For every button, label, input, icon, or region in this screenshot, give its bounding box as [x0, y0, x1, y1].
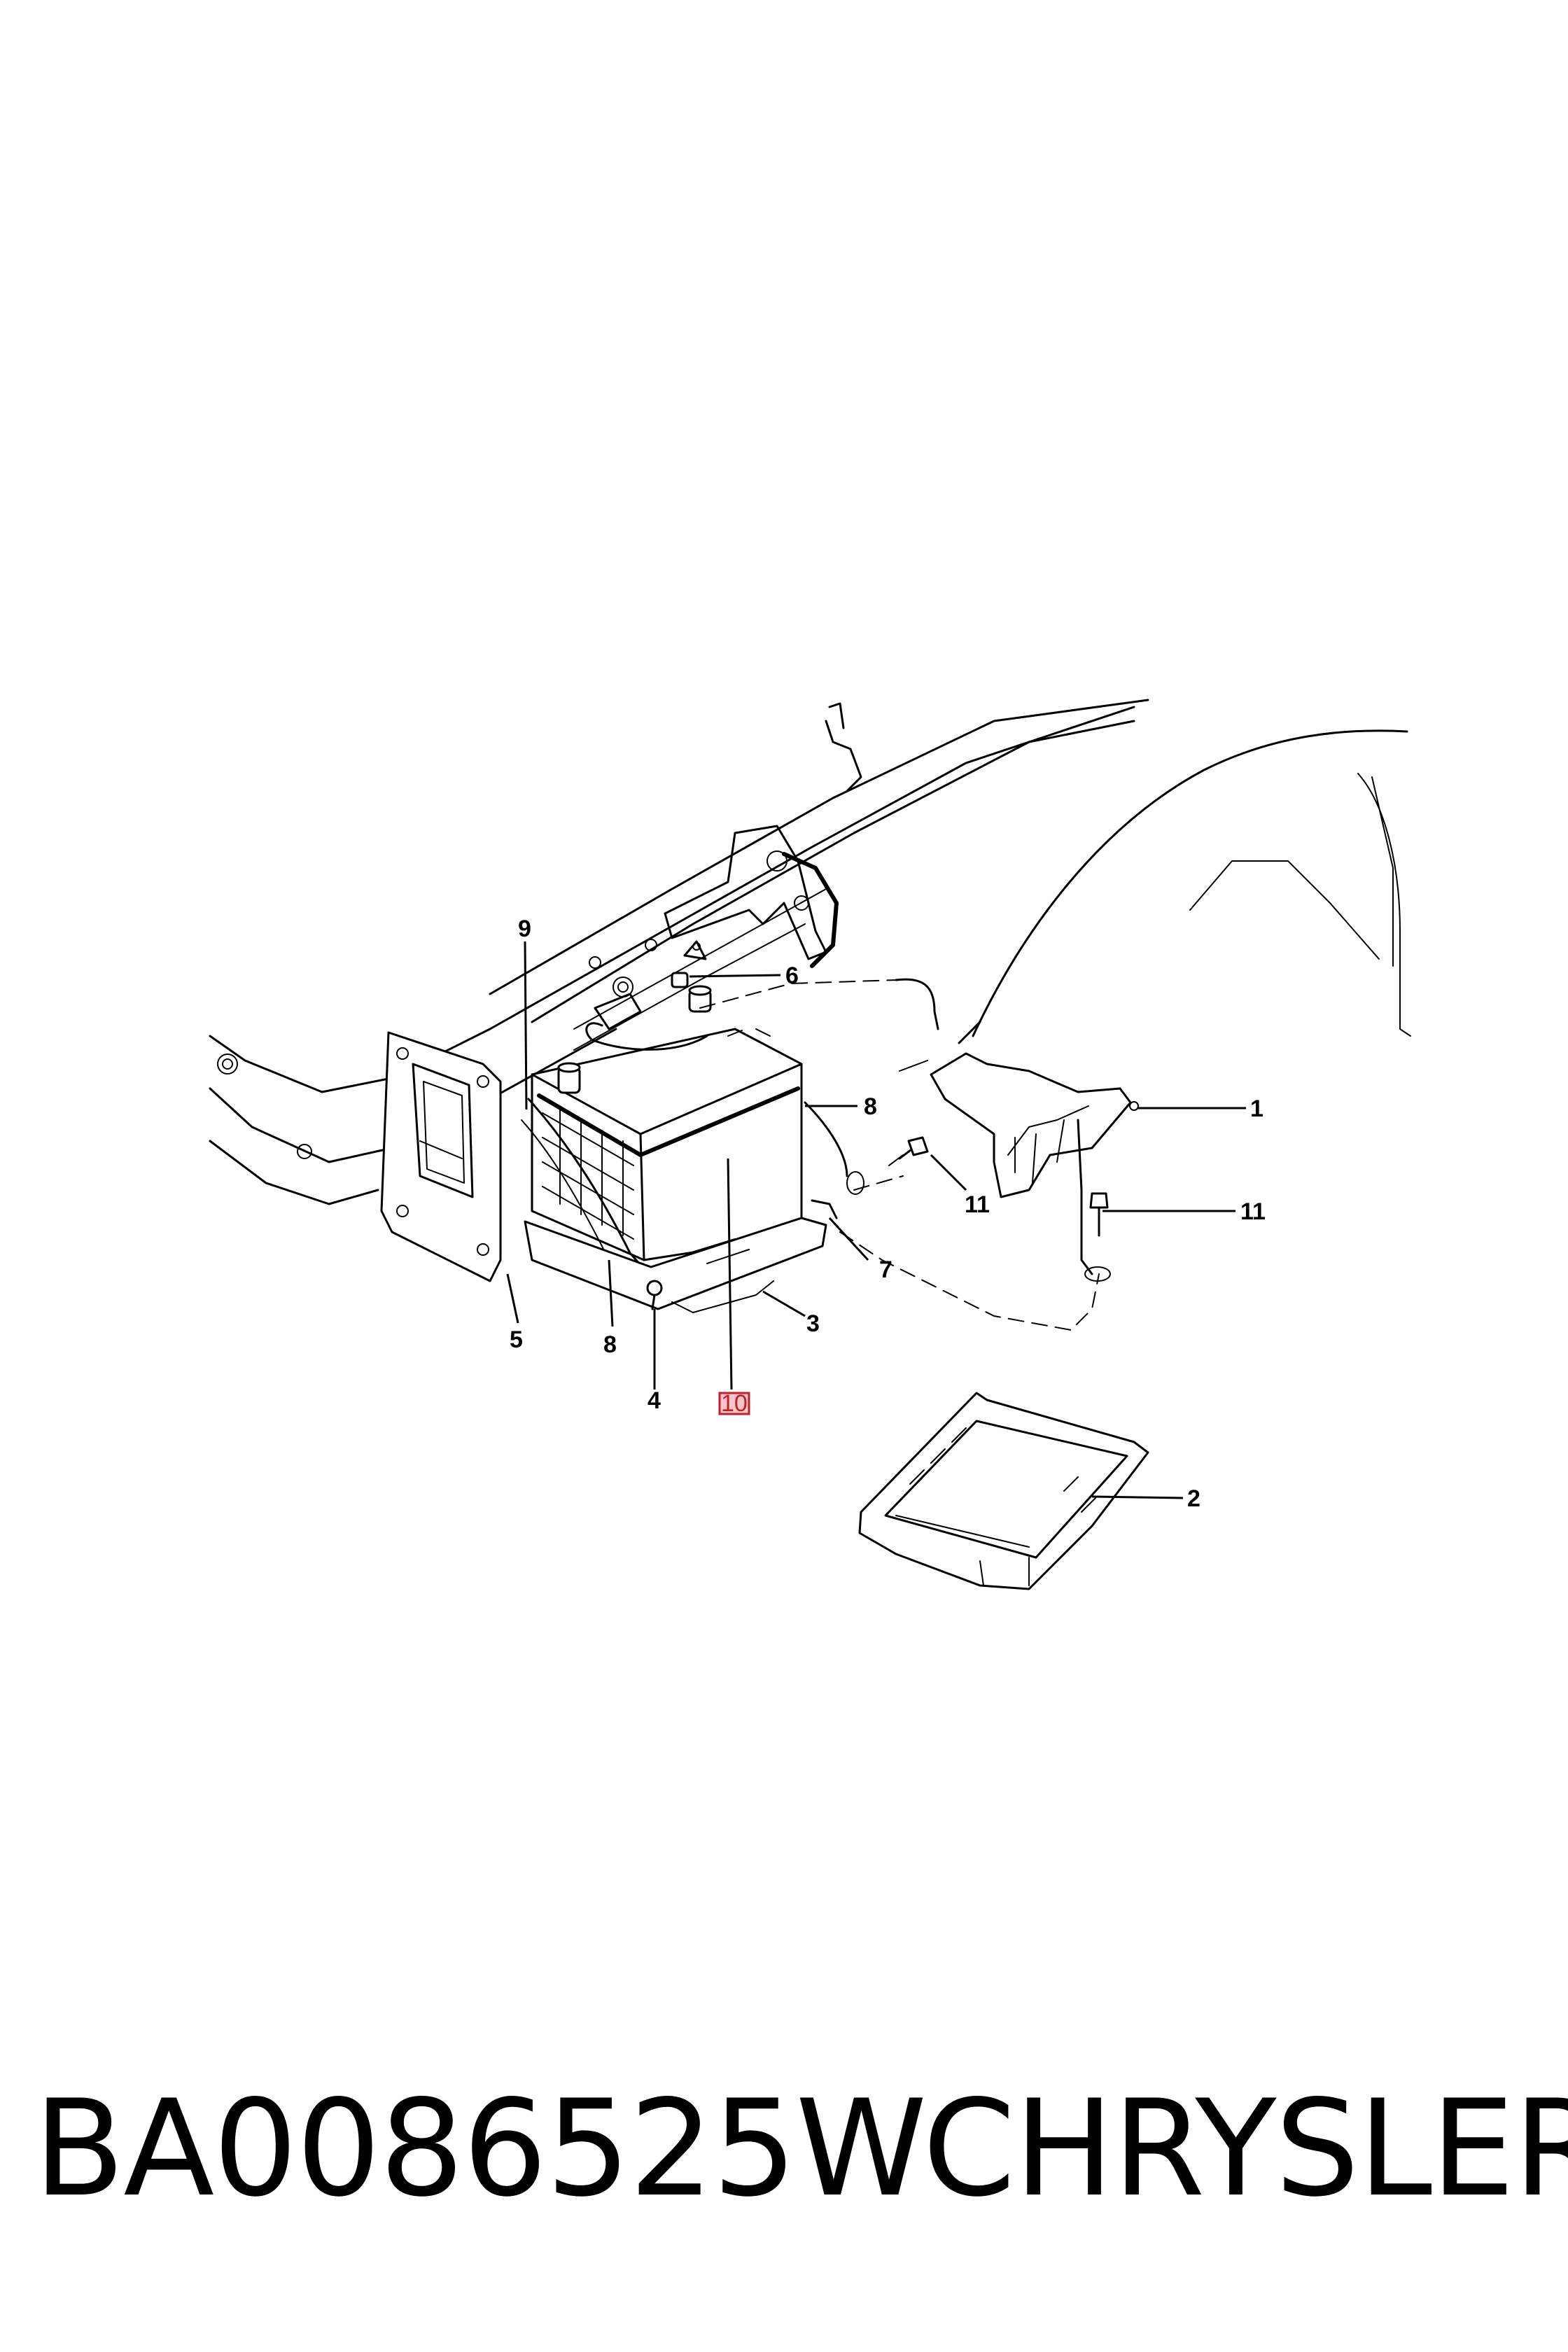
callout-3: 3 — [806, 1310, 820, 1337]
mounting-bracket — [899, 1052, 1139, 1282]
callout-5: 5 — [510, 1326, 523, 1353]
callout-4: 4 — [648, 1387, 661, 1414]
callout-1: 1 — [1250, 1096, 1264, 1122]
fender-wheel-arch — [958, 729, 1411, 1044]
footer: BA0086525W CHRYSLER — [0, 2072, 1568, 2226]
battery-tray — [858, 1392, 1149, 1590]
callout-11-upper: 11 — [965, 1191, 990, 1218]
positive-cable — [585, 940, 712, 1051]
callout-8-left: 8 — [603, 1331, 617, 1358]
battery-tray-lower — [524, 1199, 838, 1313]
callout-10: 10 — [721, 1390, 748, 1417]
callout-7: 7 — [879, 1256, 892, 1283]
ground-cable-left — [521, 1098, 656, 1282]
callout-2: 2 — [1187, 1485, 1200, 1512]
leader-lines — [506, 941, 1246, 1499]
callout-11-lower: 11 — [1240, 1198, 1266, 1225]
callout-10-highlight — [718, 1392, 750, 1415]
part-number: BA0086525W — [34, 2071, 927, 2226]
side-support-panel — [380, 1031, 502, 1282]
brand-name: CHRYSLER — [923, 2071, 1568, 2226]
rail-mount-bracket — [664, 702, 862, 968]
bolt-lower — [1089, 1192, 1109, 1237]
callout-labels: 1 2 3 4 5 6 7 8 8 9 10 11 11 — [510, 916, 1266, 1512]
battery — [531, 1028, 803, 1261]
cable-routing-path — [699, 978, 1100, 1331]
ground-cable-right — [804, 1101, 864, 1195]
callout-8-right: 8 — [864, 1093, 877, 1120]
callout-9: 9 — [518, 916, 531, 942]
callout-6: 6 — [785, 962, 799, 989]
bolt-upper — [888, 1136, 929, 1166]
